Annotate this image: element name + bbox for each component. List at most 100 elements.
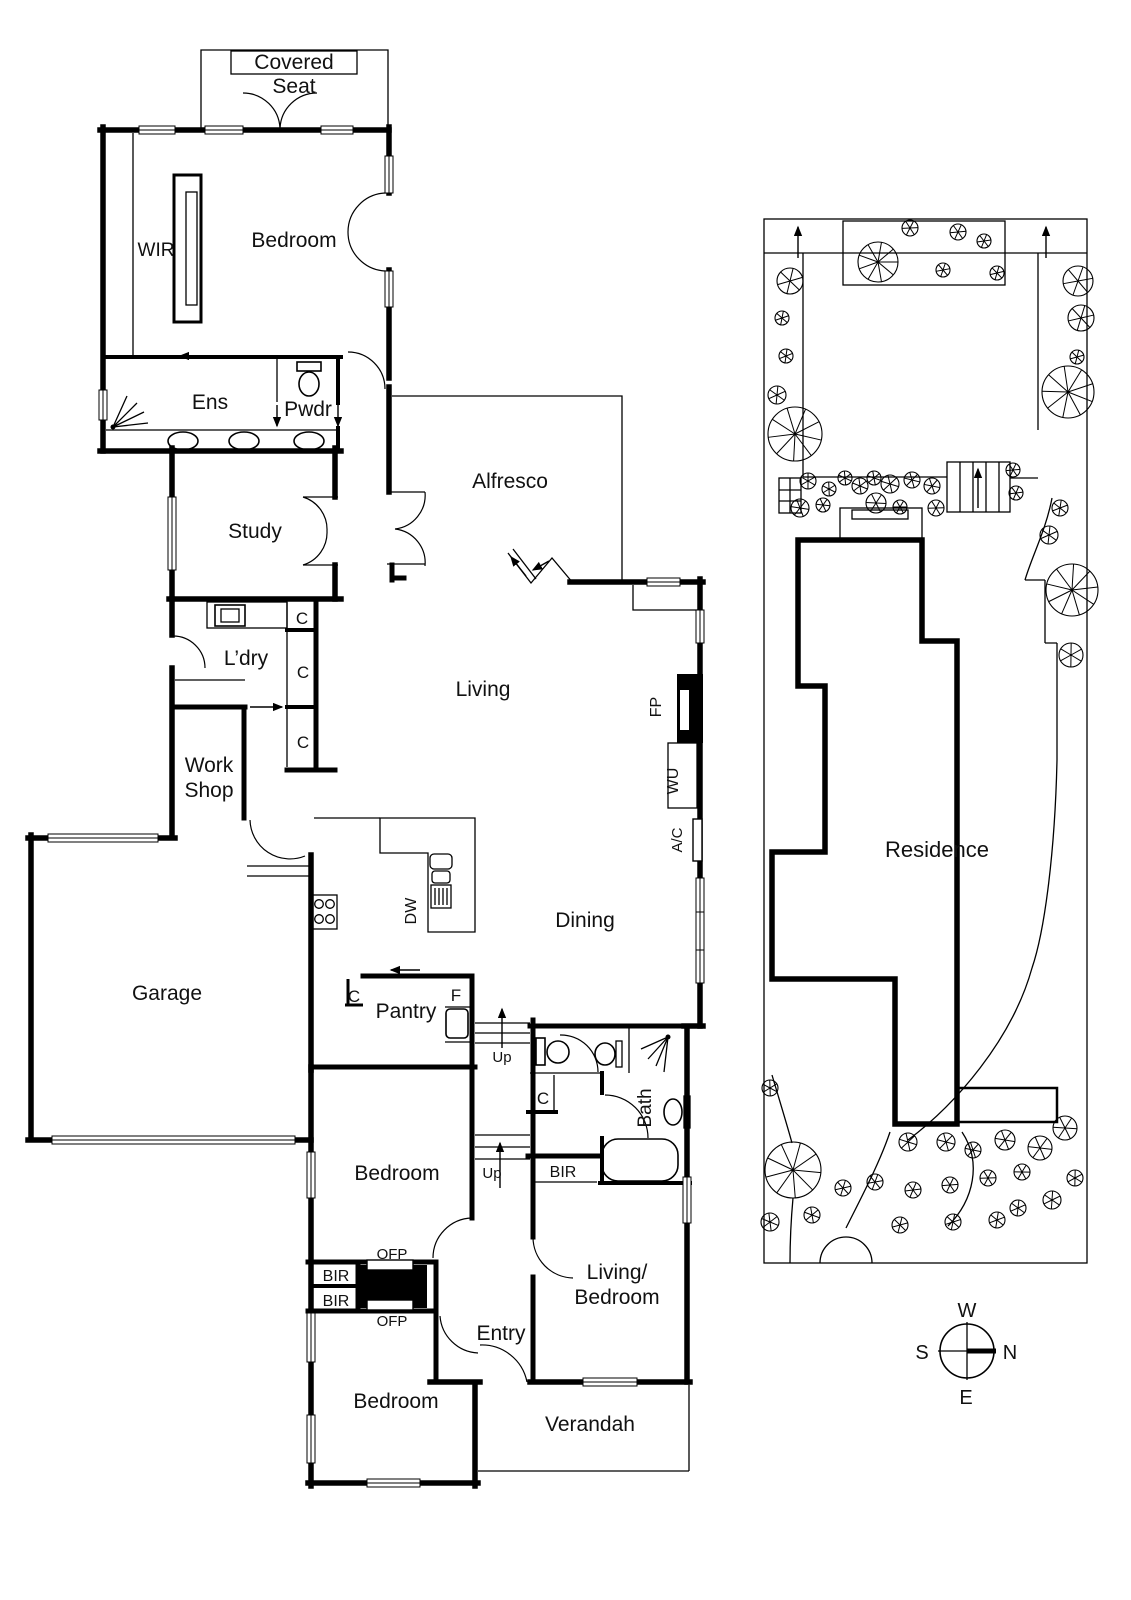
window-icon xyxy=(695,609,705,644)
window-icon xyxy=(384,155,394,194)
tree-icon xyxy=(976,233,992,249)
tree-icon xyxy=(1062,265,1094,297)
label-ofp-1: OFP xyxy=(377,1246,408,1263)
tree-icon xyxy=(1013,1163,1031,1181)
tree-icon xyxy=(1005,462,1021,478)
tree-icon xyxy=(1051,499,1069,517)
tree-icon xyxy=(837,470,853,486)
laundry-trough-icon xyxy=(206,601,288,629)
tree-icon xyxy=(892,499,908,515)
compass-north: N xyxy=(1003,1342,1017,1364)
label-living-bedroom-1: Living/ xyxy=(587,1261,648,1284)
window-icon xyxy=(582,1377,638,1387)
label-residence: Residence xyxy=(885,837,989,862)
label-pwdr: Pwdr xyxy=(284,398,332,421)
cooktop-icon xyxy=(311,894,338,930)
compass-east: E xyxy=(959,1387,972,1409)
tree-icon xyxy=(774,310,790,326)
window-icon xyxy=(682,1176,692,1224)
label-closet-2: C xyxy=(297,663,309,682)
tree-icon xyxy=(936,1132,956,1152)
label-closet-1: C xyxy=(296,609,308,628)
tree-icon xyxy=(1009,1199,1027,1217)
window-icon xyxy=(366,1478,421,1488)
tree-icon xyxy=(904,1181,922,1199)
site-plan xyxy=(760,218,1099,1264)
tree-icon xyxy=(923,477,941,495)
label-ens: Ens xyxy=(192,391,228,414)
label-covered-seat-2: Seat xyxy=(272,75,315,98)
label-ofp-2: OFP xyxy=(377,1313,408,1330)
tree-icon xyxy=(994,1129,1016,1151)
fridge-icon xyxy=(445,1008,469,1039)
tree-icon xyxy=(767,385,787,405)
windows xyxy=(47,125,705,1488)
label-bath: Bath xyxy=(635,1088,656,1127)
label-up-2: Up xyxy=(482,1165,501,1182)
dishwasher-icon xyxy=(430,884,452,909)
window-icon xyxy=(51,1135,296,1145)
tree-icon xyxy=(866,470,882,486)
label-verandah: Verandah xyxy=(545,1413,635,1436)
residence-outline xyxy=(769,537,960,1127)
tree-icon xyxy=(1041,365,1095,419)
site-deck xyxy=(842,220,1006,286)
wall-unit-box xyxy=(667,742,698,809)
label-garage: Garage xyxy=(132,982,202,1005)
window-icon xyxy=(306,1312,316,1363)
tree-icon xyxy=(776,267,804,295)
tree-icon xyxy=(944,1213,962,1231)
tree-icon xyxy=(865,492,887,514)
label-closet-3: C xyxy=(297,733,309,752)
tree-icon xyxy=(1045,563,1099,617)
interior-walls xyxy=(101,355,703,1385)
compass-rose xyxy=(938,1322,996,1380)
thin-outlines xyxy=(106,49,698,1472)
site-gate-arrows xyxy=(793,225,1051,258)
tree-icon xyxy=(815,497,831,513)
stairs-up xyxy=(475,1007,530,1188)
window-icon xyxy=(695,877,705,984)
basin-icon-wc xyxy=(594,1040,623,1068)
tree-icon xyxy=(821,481,837,497)
compass-south: S xyxy=(915,1342,928,1364)
label-bedroom-rear: Bedroom xyxy=(353,1390,438,1413)
tree-icon xyxy=(1042,1190,1062,1210)
label-up-1: Up xyxy=(492,1049,511,1066)
site-verandah xyxy=(955,1086,1059,1124)
label-ac: A/C xyxy=(669,827,686,852)
label-workshop-1: Work xyxy=(185,754,234,777)
door-arcs xyxy=(171,92,649,1383)
kitchen-sink-icon xyxy=(429,853,453,884)
label-entry: Entry xyxy=(476,1322,526,1345)
tree-icon xyxy=(1066,1169,1084,1187)
bathtub-icon xyxy=(601,1138,679,1182)
tree-icon xyxy=(1008,485,1024,501)
window-icon xyxy=(138,125,176,135)
window-icon xyxy=(320,125,354,135)
window-icon xyxy=(384,270,394,308)
compass-west: W xyxy=(958,1300,977,1322)
tree-icon xyxy=(1052,1115,1078,1141)
tree-icon xyxy=(1058,642,1084,668)
window-icon xyxy=(306,1414,316,1464)
label-covered-seat-1: Covered xyxy=(254,51,333,74)
label-dw: DW xyxy=(403,897,420,925)
tree-icon xyxy=(891,1216,909,1234)
tree-icon xyxy=(1027,1135,1053,1161)
tree-icon xyxy=(1039,525,1059,545)
tree-icon xyxy=(964,1141,982,1159)
tree-icon xyxy=(949,223,967,241)
label-closet-5: C xyxy=(537,1089,549,1108)
tree-icon xyxy=(799,472,817,490)
label-bir-3: BIR xyxy=(323,1293,350,1310)
opening-break-icon xyxy=(507,548,574,585)
tree-icon xyxy=(1067,304,1095,332)
shower-icon-bath xyxy=(640,1034,671,1073)
tree-icon xyxy=(903,471,921,489)
label-bir-1: BIR xyxy=(550,1164,577,1181)
label-closet-4: C xyxy=(348,987,360,1006)
tree-icon xyxy=(927,499,945,517)
label-fp: FP xyxy=(648,697,665,717)
